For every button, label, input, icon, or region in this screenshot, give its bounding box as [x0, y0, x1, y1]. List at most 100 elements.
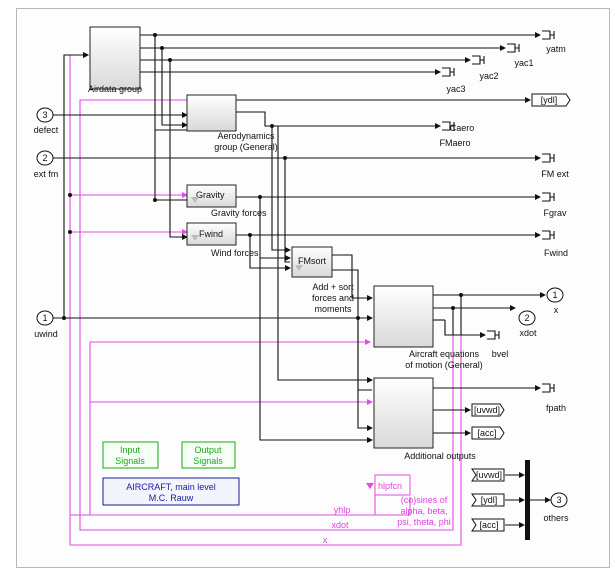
terminator-yac2[interactable]: yac2	[472, 55, 499, 81]
hlpfcn-block[interactable]	[374, 474, 411, 496]
subsystem-arrow-icon	[366, 483, 374, 489]
output-signals-box[interactable]	[181, 441, 236, 469]
wire-aero-addout	[277, 126, 373, 383]
inport-uwind-name: uwind	[34, 329, 58, 339]
terminator-fgrav[interactable]: Fgrav	[542, 192, 567, 218]
aerodynamics-block[interactable]	[186, 94, 237, 132]
outport-xdot-num: 2	[524, 313, 529, 323]
from-acc[interactable]	[471, 518, 505, 532]
terminator-label: Fwind	[544, 248, 568, 258]
output-signals-1: Output	[194, 445, 222, 455]
title-box	[102, 477, 240, 506]
junction-dot	[168, 58, 172, 62]
wire-yac1-aero	[161, 48, 188, 128]
aero-label-1: Aerodynamics	[217, 131, 275, 141]
junction-dot	[160, 46, 164, 50]
wire-bvel	[444, 320, 486, 338]
inport-uwind-num: 1	[42, 313, 47, 323]
outport-x[interactable]	[546, 287, 564, 303]
airdata-block[interactable]	[89, 26, 141, 90]
terminator-caero[interactable]: Caero	[442, 121, 474, 133]
terminator-label: Fgrav	[543, 208, 567, 218]
signal-label-xdot: xdot	[331, 520, 349, 530]
subsystem-arrow-icon	[191, 197, 199, 203]
terminator-label: fpath	[546, 403, 566, 413]
terminator-label: yac3	[446, 84, 465, 94]
additional-outputs-block[interactable]	[373, 377, 434, 449]
hlpfcn-label-3: psi, theta, phi	[397, 517, 451, 527]
outport-xdot[interactable]	[518, 310, 536, 326]
fwind-label: Wind forces	[211, 248, 259, 258]
terminator-bvel[interactable]: bvel	[487, 330, 509, 359]
junction-dot	[451, 306, 455, 310]
tags: [ydl] [uvwd] [acc] [uvwd] [ydl] [acc]	[471, 93, 571, 532]
gravity-block-text: Gravity	[196, 190, 225, 200]
fmaero-label: FMaero	[439, 138, 470, 148]
inport-extfm-num: 2	[42, 153, 47, 163]
hlpfcn-label-1: (co)sines of	[401, 495, 448, 505]
terminator-yac1[interactable]: yac1	[507, 43, 534, 68]
wire-uwind-addout	[357, 318, 372, 391]
eom-label-1: Aircraft equations	[409, 349, 480, 359]
from-uvwd[interactable]	[471, 468, 505, 482]
hlpfcn-text: hlpfcn	[378, 481, 402, 491]
addout-label: Additional outputs	[404, 451, 476, 461]
wire-aero-fmsort	[271, 126, 291, 253]
terminator-label: yac2	[479, 71, 498, 81]
ports: 3 defect 2 ext fm 1 uwind 1 x 2 xdot 3 o…	[34, 107, 569, 523]
hlpfcn-label-2: alpha, beta,	[400, 506, 447, 516]
eom-block[interactable]	[373, 285, 434, 348]
terminator-fpath[interactable]: fpath	[542, 383, 566, 413]
fmsort-block[interactable]	[291, 246, 333, 278]
title-line-1: AIRCRAFT, main level	[126, 482, 216, 492]
signal-label-x: x	[323, 535, 328, 545]
terminator-label: yac1	[514, 58, 533, 68]
mux-block[interactable]	[525, 460, 530, 540]
outport-others[interactable]	[550, 492, 568, 508]
wire-grav-addout	[259, 258, 373, 443]
from-ydl-text: [ydl]	[481, 495, 498, 505]
terminator-label: FM ext	[541, 169, 569, 179]
junction-dot	[459, 293, 463, 297]
inport-defect-num: 3	[42, 110, 47, 120]
goto-uvwd-text: [uvwd]	[474, 405, 500, 415]
input-signals-1: Input	[120, 445, 141, 455]
junction-dot	[153, 198, 157, 202]
terminator-label: bvel	[492, 349, 509, 359]
fmsort-label-3: moments	[314, 304, 352, 314]
terminator-fmext[interactable]: FM ext	[541, 153, 569, 179]
input-signals-box[interactable]	[102, 441, 159, 469]
title-line-2: M.C. Rauw	[149, 493, 194, 503]
fwind-block[interactable]	[186, 222, 237, 246]
fmsort-label-2: forces and	[312, 293, 354, 303]
outport-x-num: 1	[552, 290, 557, 300]
goto-ydl[interactable]	[531, 93, 571, 107]
terminator-yatm[interactable]: yatm	[542, 30, 566, 54]
outport-others-name: others	[543, 513, 569, 523]
wire-fmsort-eom	[332, 254, 373, 301]
signal-labels: yhlp xdot x	[323, 505, 351, 545]
input-signals-2: Signals	[115, 456, 145, 466]
aero-label-2: group (General)	[214, 142, 278, 152]
gravity-block[interactable]	[186, 184, 237, 208]
airdata-label: Airdata group	[88, 84, 142, 94]
blocks: Airdata group Aerodynamics group (Genera…	[88, 26, 530, 540]
inport-extfm[interactable]	[36, 150, 54, 166]
goto-uvwd[interactable]	[471, 403, 505, 417]
from-uvwd-text: [uvwd]	[476, 470, 502, 480]
from-ydl[interactable]	[471, 493, 505, 507]
junction-dot	[153, 33, 157, 37]
junction-dot	[68, 230, 72, 234]
inport-uwind[interactable]	[36, 310, 54, 326]
inport-defect[interactable]	[36, 107, 54, 123]
wire-yhlp	[89, 339, 411, 516]
goto-acc-text: [acc]	[477, 428, 496, 438]
annotations: Input Signals Output Signals AIRCRAFT, m…	[102, 441, 240, 506]
terminator-yac3[interactable]: yac3	[442, 67, 466, 94]
wire-fwind-fmsort	[249, 235, 291, 271]
from-acc-text: [acc]	[479, 520, 498, 530]
goto-acc[interactable]	[471, 426, 505, 440]
terminator-fwind[interactable]: Fwind	[542, 230, 568, 258]
fmsort-block-text: FMsort	[298, 256, 326, 266]
